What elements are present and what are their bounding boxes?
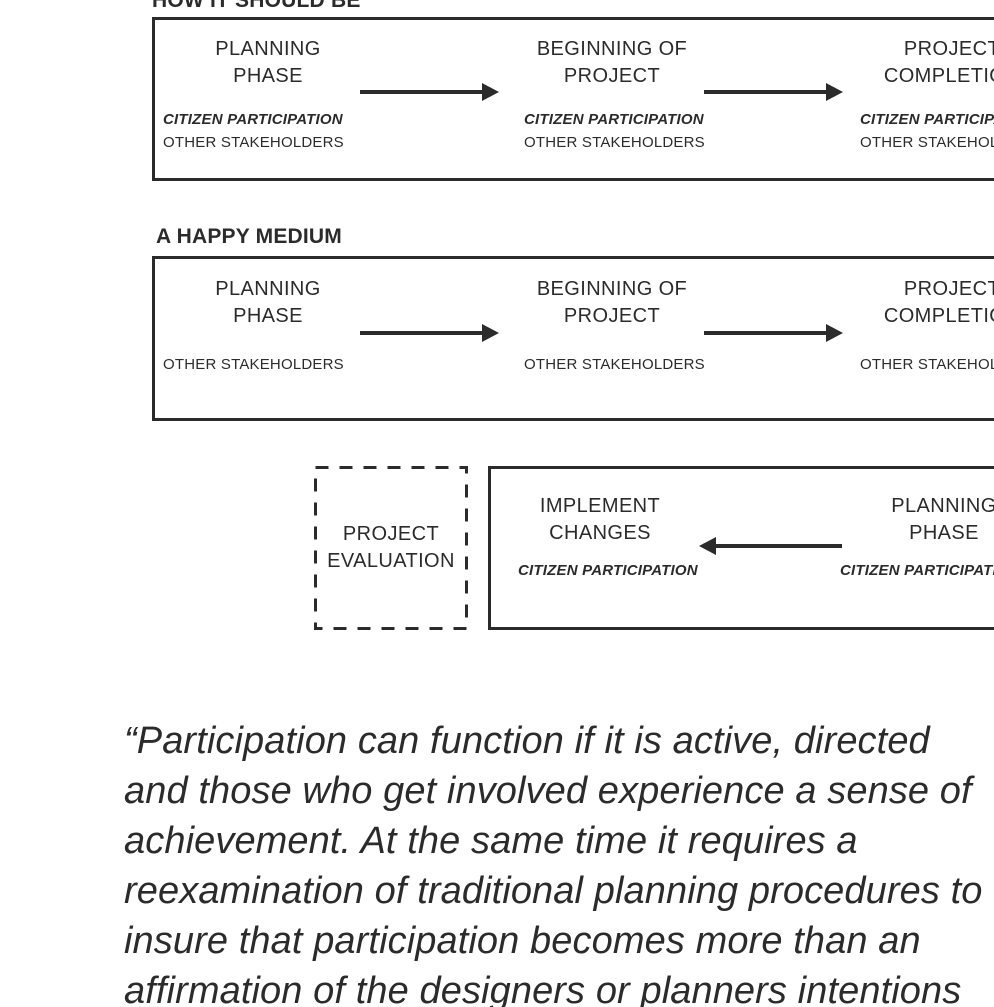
other-stakeholders-label: OTHER STAKEHOLDERS — [524, 356, 705, 373]
citizen-participation-label: CITIZEN PARTICIPATION — [860, 111, 994, 128]
other-stakeholders-label: OTHER STAKEHOLDERS — [860, 134, 994, 151]
phase-title-line: PLANNING — [215, 38, 321, 60]
how-it-should-be-box: PLANNING PHASE BEGINNING OF PROJECT PROJ… — [152, 17, 994, 181]
other-stakeholders-label: OTHER STAKEHOLDERS — [163, 356, 344, 373]
phase-title-line: COMPLETION — [883, 305, 994, 327]
phase-title-line: IMPLEMENT — [539, 495, 661, 517]
phase-title-planning: PLANNING PHASE — [158, 276, 378, 330]
phase-title-line: PLANNING — [215, 278, 321, 300]
quote-line: achievement. At the same time it require… — [124, 820, 858, 862]
phase-title-line: BEGINNING OF — [536, 278, 688, 300]
quote-line: and those who get involved experience a … — [124, 770, 972, 812]
happy-medium-box: PLANNING PHASE BEGINNING OF PROJECT PROJ… — [152, 256, 994, 421]
phase-title-line: PROJECT — [563, 65, 661, 87]
citizen-participation-label: CITIZEN PARTICIPATION — [524, 111, 704, 128]
other-stakeholders-label: OTHER STAKEHOLDERS — [524, 134, 705, 151]
arrow-left-icon — [699, 537, 842, 555]
arrow-right-icon — [704, 324, 843, 342]
phase-title-line: CHANGES — [549, 522, 651, 544]
phase-title-completion: PROJECT COMPLETION — [842, 276, 994, 330]
section-heading-happy-medium: A HAPPY MEDIUM — [156, 225, 342, 248]
phase-title-line: PLANNING — [891, 495, 994, 517]
other-stakeholders-label: OTHER STAKEHOLDERS — [860, 356, 994, 373]
feedback-loop-box: IMPLEMENT CHANGES CITIZEN PARTICIPATION … — [488, 466, 994, 630]
phase-title-line: PHASE — [233, 305, 303, 327]
phase-title-line: EVALUATION — [327, 550, 455, 572]
arrow-right-icon — [360, 324, 499, 342]
phase-title-line: PROJECT — [563, 305, 661, 327]
phase-title-line: PROJECT — [903, 278, 994, 300]
phase-title-completion: PROJECT COMPLETION — [842, 36, 994, 90]
other-stakeholders-label: OTHER STAKEHOLDERS — [163, 134, 344, 151]
quote-line: insure that participation becomes more t… — [124, 920, 921, 962]
phase-title-planning: PLANNING PHASE — [158, 36, 378, 90]
phase-title-line: COMPLETION — [883, 65, 994, 87]
phase-title-line: PHASE — [233, 65, 303, 87]
phase-title-beginning: BEGINNING OF PROJECT — [502, 36, 722, 90]
quote-text: “Participation can function if it is act… — [124, 716, 983, 1007]
phase-title-beginning: BEGINNING OF PROJECT — [502, 276, 722, 330]
project-evaluation-box: PROJECT EVALUATION — [314, 466, 468, 630]
quote-line: affirmation of the designers or planners… — [124, 970, 962, 1007]
project-evaluation-title: PROJECT EVALUATION — [314, 521, 468, 575]
arrow-right-icon — [704, 83, 843, 101]
phase-title-line: PROJECT — [903, 38, 994, 60]
phase-title-line: PHASE — [909, 522, 979, 544]
phase-title-line: BEGINNING OF — [536, 38, 688, 60]
citizen-participation-label: CITIZEN PARTICIPATION — [163, 111, 343, 128]
arrow-right-icon — [360, 83, 499, 101]
citizen-participation-label: CITIZEN PARTICIPATION — [840, 562, 994, 579]
quote-line: reexamination of traditional planning pr… — [124, 870, 983, 912]
phase-title-planning-phase: PLANNING PHASE — [834, 493, 994, 547]
section-heading-how-it-should-be: HOW IT SHOULD BE — [152, 0, 361, 12]
phase-title-line: PROJECT — [342, 523, 440, 545]
citizen-participation-label: CITIZEN PARTICIPATION — [518, 562, 698, 579]
phase-title-implement-changes: IMPLEMENT CHANGES — [490, 493, 710, 547]
quote-line: “Participation can function if it is act… — [124, 720, 930, 762]
dashed-border-icon — [314, 466, 468, 630]
